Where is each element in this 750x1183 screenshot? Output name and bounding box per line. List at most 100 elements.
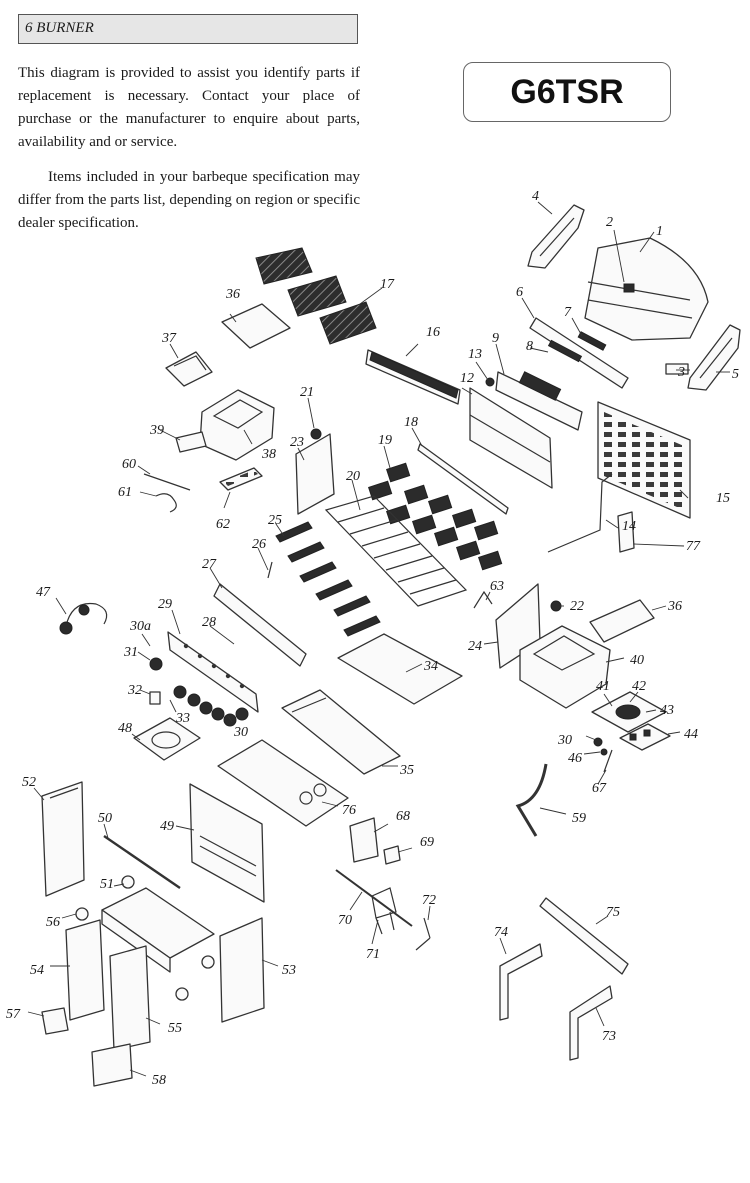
callout-36: 36 xyxy=(225,287,240,302)
callout-63: 63 xyxy=(490,579,504,594)
callout-13: 13 xyxy=(468,347,482,362)
hot-plate-part xyxy=(221,303,291,349)
callout-37: 37 xyxy=(161,331,177,346)
model-badge: G6TSR xyxy=(463,62,671,122)
front-trim-part xyxy=(281,689,401,775)
cart-door-54-part xyxy=(65,919,105,1021)
callout-52: 52 xyxy=(22,775,36,790)
back-panel-part xyxy=(597,401,691,519)
stand-rail-part xyxy=(539,897,629,975)
callout-59: 59 xyxy=(572,811,586,826)
callout-29: 29 xyxy=(158,597,172,612)
warming-rack-part xyxy=(365,349,461,405)
callout-38: 38 xyxy=(261,447,276,462)
burner-frame-part xyxy=(324,495,468,607)
heat-element-part xyxy=(547,339,583,363)
switch-part xyxy=(383,845,401,865)
callout-69: 69 xyxy=(420,835,434,850)
stand-leg-right-part xyxy=(569,985,613,1061)
callout-54: 54 xyxy=(30,963,44,978)
callout-50: 50 xyxy=(98,811,112,826)
rotisserie-rod-part xyxy=(547,473,613,553)
drip-tray-part xyxy=(165,351,213,387)
section-title: 6 BURNER xyxy=(25,20,94,36)
hood-badge-part xyxy=(665,363,689,375)
igniter-electrode-part xyxy=(267,561,273,579)
manifold-part xyxy=(213,583,307,667)
spit-rod-part xyxy=(335,869,413,927)
callout-9: 9 xyxy=(492,331,499,346)
cooking-grill-set xyxy=(255,247,377,345)
callout-42: 42 xyxy=(632,679,646,694)
callout-18: 18 xyxy=(404,415,418,430)
intro-paragraph-2: Items included in your barbeque specific… xyxy=(18,169,360,231)
control-panel-fascia-part xyxy=(167,631,259,713)
callout-28: 28 xyxy=(202,615,216,630)
stand-leg-left-part xyxy=(499,943,543,1021)
callout-32: 32 xyxy=(127,683,142,698)
callout-60: 60 xyxy=(122,457,136,472)
cart-base-part xyxy=(101,887,215,973)
castor-rear-2-part xyxy=(175,987,189,1001)
igniter-button-part xyxy=(149,691,161,705)
callout-68: 68 xyxy=(396,809,410,824)
door-handle-part xyxy=(41,1007,69,1035)
side-burner-base-part xyxy=(133,717,201,761)
callout-8: 8 xyxy=(526,339,533,354)
callout-53: 53 xyxy=(282,963,296,978)
callout-67: 67 xyxy=(592,781,607,796)
burner-module-part xyxy=(591,691,667,733)
spring-pin-part xyxy=(603,749,613,773)
callout-31: 31 xyxy=(123,645,138,660)
intro-paragraph-1: This diagram is provided to assist you i… xyxy=(18,65,360,150)
callout-26: 26 xyxy=(252,537,266,552)
callout-39: 39 xyxy=(149,423,164,438)
burner-tube-set xyxy=(275,521,381,637)
cart-door-left-part xyxy=(41,781,85,897)
callout-22: 22 xyxy=(570,599,584,614)
callout-57: 57 xyxy=(6,1007,21,1022)
spit-fork-part xyxy=(371,887,397,935)
callout-30: 30 xyxy=(233,725,248,740)
hook-part xyxy=(473,590,493,609)
bench-top-part xyxy=(217,739,349,827)
callout-30-right: 30 xyxy=(557,733,572,748)
hot-plate-right-part xyxy=(589,599,655,643)
control-box-part xyxy=(349,817,379,863)
callout-46: 46 xyxy=(568,751,582,766)
callout-20: 20 xyxy=(346,469,360,484)
callout-44: 44 xyxy=(684,727,698,742)
burner-grate-part xyxy=(619,723,671,751)
callout-47: 47 xyxy=(36,585,51,600)
side-burner-housing-right-part xyxy=(519,625,611,709)
callout-15: 15 xyxy=(716,491,730,506)
callout-1: 1 xyxy=(656,224,663,239)
thermometer-part xyxy=(577,331,607,351)
callout-35: 35 xyxy=(399,763,414,778)
gas-bottle-holder-part xyxy=(91,1043,133,1087)
rotisserie-burner-part xyxy=(495,371,583,431)
cart-side-panel-part xyxy=(219,917,265,1023)
callout-7: 7 xyxy=(564,305,572,320)
control-knob-set xyxy=(173,685,249,727)
callout-17: 17 xyxy=(380,277,395,292)
knob-31-part xyxy=(149,657,163,671)
callout-12: 12 xyxy=(460,371,474,386)
control-panel-part xyxy=(175,431,207,453)
callout-76: 76 xyxy=(342,803,356,818)
callout-23: 23 xyxy=(290,435,304,450)
callout-74: 74 xyxy=(494,925,508,940)
callout-77: 77 xyxy=(686,539,701,554)
side-burner-hose-part xyxy=(515,763,548,837)
ignition-wire-part xyxy=(155,493,177,513)
hood-end-cap-left xyxy=(527,204,585,269)
cart-rail-part xyxy=(103,835,181,889)
cart-door-55-part xyxy=(109,945,151,1051)
cart-front-panel-part xyxy=(189,783,265,903)
gas-hose-part xyxy=(59,602,108,635)
callout-51: 51 xyxy=(100,877,114,892)
castor-rear-part xyxy=(201,955,215,969)
callout-5: 5 xyxy=(732,367,739,382)
knob-22-part xyxy=(550,600,562,612)
